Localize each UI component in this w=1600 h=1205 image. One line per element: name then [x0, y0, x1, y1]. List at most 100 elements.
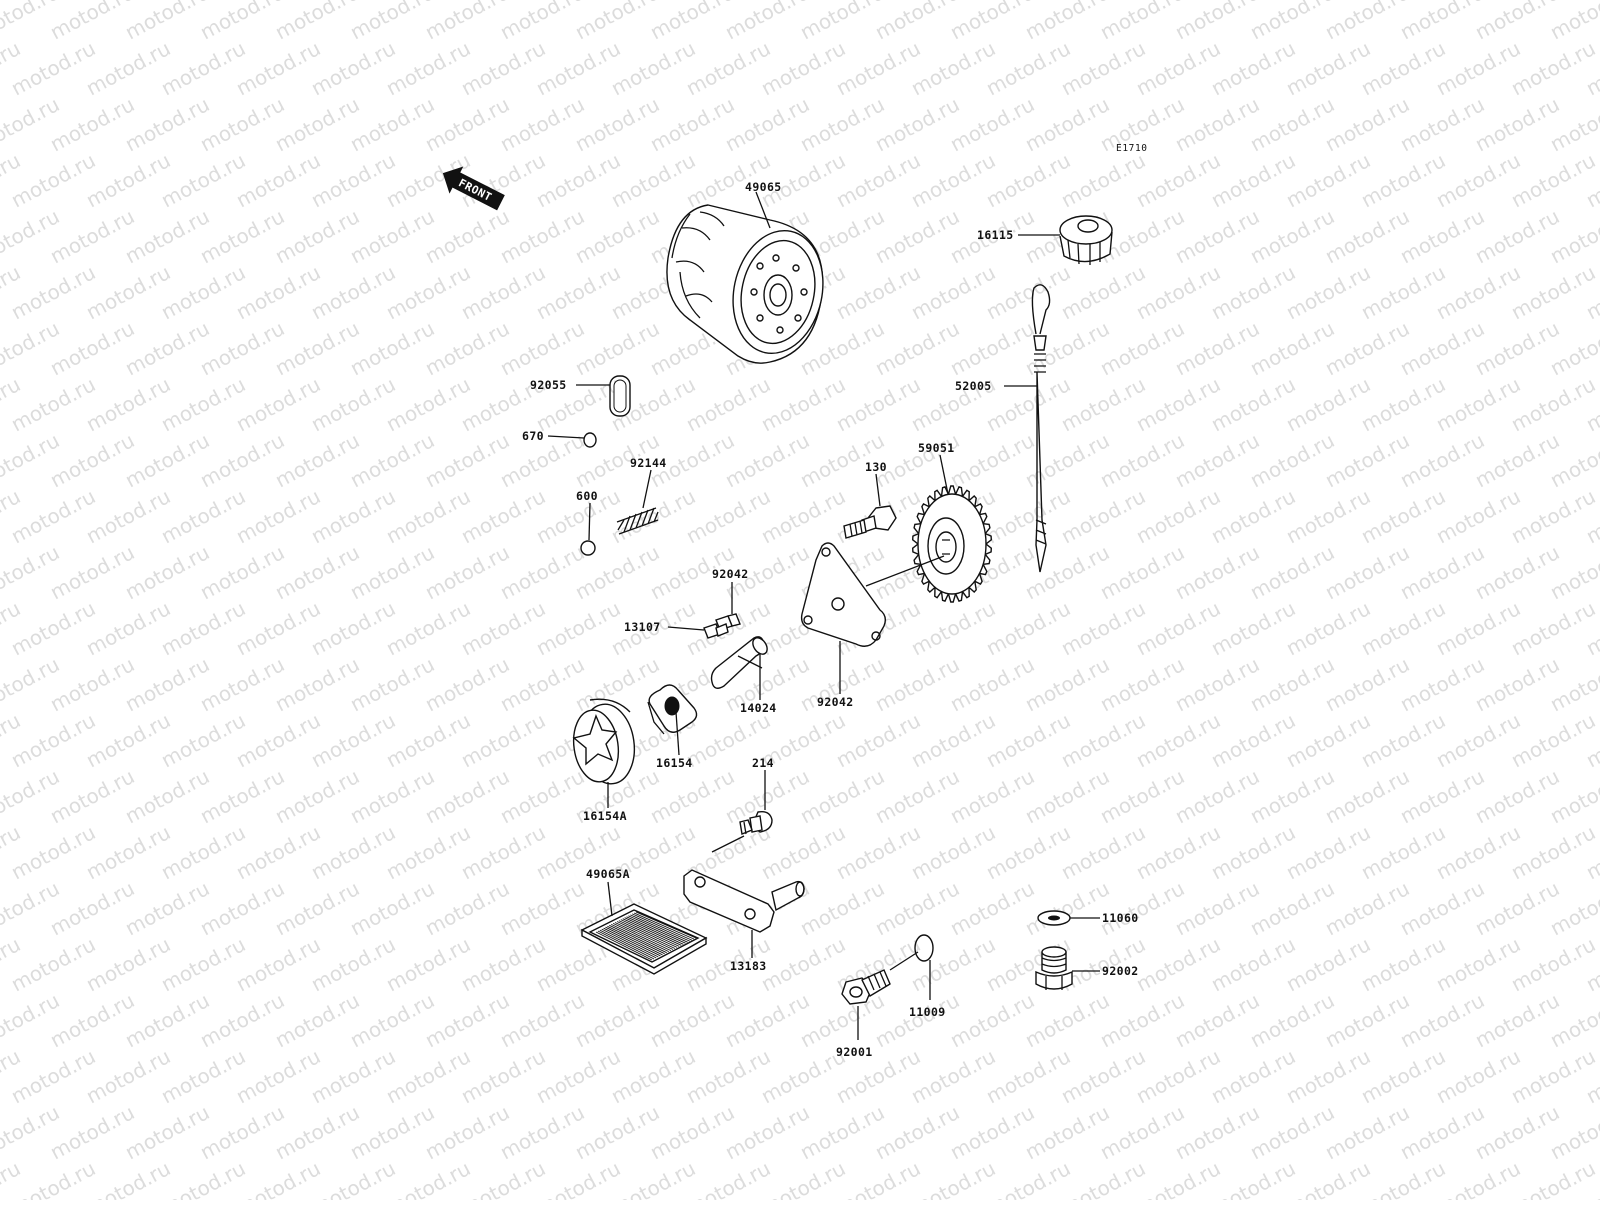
watermark-text: motod.ru [1471, 204, 1563, 268]
watermark-text: motod.ru [646, 764, 738, 828]
watermark-text: motod.ru [1171, 1100, 1263, 1164]
watermark-text: motod.ru [271, 204, 363, 268]
watermark-text: motod.ru [157, 260, 249, 324]
bolt-130-icon [843, 505, 897, 539]
watermark-text: motod.ru [1207, 36, 1299, 100]
watermark-text: motod.ru [307, 708, 399, 772]
watermark-text: motod.ru [457, 36, 549, 100]
watermark-text: motod.ru [1246, 92, 1338, 156]
watermark-text: motod.ru [1132, 148, 1224, 212]
watermark-text: motod.ru [1171, 204, 1263, 268]
screen-mesh-line [633, 912, 695, 940]
label-11009: 11009 [909, 1005, 946, 1019]
watermark-text: motod.ru [1396, 92, 1488, 156]
watermark-text: motod.ru [1246, 876, 1338, 940]
label-16154: 16154 [656, 756, 693, 770]
watermark-text: motod.ru [1096, 1100, 1188, 1164]
watermark-text: motod.ru [121, 988, 213, 1052]
oil-filter-icon [666, 204, 824, 364]
watermark-text: motod.ru [271, 92, 363, 156]
screen-mesh-line [605, 926, 663, 956]
watermark-text: motod.ru [1282, 148, 1374, 212]
watermark-text: motod.ru [982, 596, 1074, 660]
watermark-text: motod.ru [871, 1100, 963, 1164]
watermark-text: motod.ru [1357, 372, 1449, 436]
label-670: 670 [522, 429, 544, 443]
watermark-text: motod.ru [82, 1044, 174, 1108]
label-600: 600 [576, 489, 598, 503]
watermark-text: motod.ru [946, 764, 1038, 828]
oil-screen-icon [580, 903, 708, 975]
watermark-text: motod.ru [307, 484, 399, 548]
watermark-text: motod.ru [1321, 1100, 1413, 1164]
watermark-text: motod.ru [832, 36, 924, 100]
watermark-text: motod.ru [1321, 92, 1413, 156]
watermark-text: motod.ru [982, 708, 1074, 772]
watermark-text: motod.ru [832, 372, 924, 436]
label-92042-lower: 13107 [624, 620, 661, 634]
watermark-text: motod.ru [1321, 316, 1413, 380]
screen-mesh-line [599, 929, 657, 959]
watermark-text: motod.ru [907, 596, 999, 660]
outer-rotor-icon [572, 698, 636, 785]
watermark-text: motod.ru [1021, 1100, 1113, 1164]
watermark-text: motod.ru [46, 92, 138, 156]
watermark-text: motod.ru [1207, 932, 1299, 996]
watermark-text: motod.ru [1132, 36, 1224, 100]
watermark-text: motod.ru [1171, 92, 1263, 156]
watermark-text: motod.ru [1507, 1044, 1599, 1108]
watermark-text: motod.ru [682, 372, 774, 436]
watermark-text: motod.ru [1021, 876, 1113, 940]
watermark-text: motod.ru [1282, 1044, 1374, 1108]
watermark-text: motod.ru [1246, 316, 1338, 380]
watermark-text: motod.ru [196, 764, 288, 828]
watermark-text: motod.ru [1207, 596, 1299, 660]
screen-mesh-line [609, 924, 667, 954]
watermark-text: motod.ru [721, 92, 813, 156]
label-16115: 16115 [977, 228, 1014, 242]
watermark-text: motod.ru [232, 148, 324, 212]
watermark-text: motod.ru [421, 1100, 513, 1164]
watermark-text: motod.ru [1021, 540, 1113, 604]
watermark-text: motod.ru [757, 820, 849, 884]
watermark-text: motod.ru [346, 876, 438, 940]
washer-11060-icon [1037, 910, 1071, 926]
watermark-text: motod.ru [271, 988, 363, 1052]
watermark-text: motod.ru [1396, 204, 1488, 268]
watermark-text: motod.ru [346, 540, 438, 604]
watermark-text: motod.ru [7, 148, 99, 212]
watermark-text: motod.ru [7, 708, 99, 772]
watermark-text: motod.ru [757, 372, 849, 436]
watermark-text: motod.ru [982, 372, 1074, 436]
watermark-text: motod.ru [1096, 316, 1188, 380]
watermark-text: motod.ru [382, 484, 474, 548]
watermark-text: motod.ru [1507, 484, 1599, 548]
label-92055: 92055 [530, 378, 567, 392]
watermark-text: motod.ru [496, 1100, 588, 1164]
watermark-text: motod.ru [1171, 988, 1263, 1052]
watermark-text: motod.ru [1132, 932, 1224, 996]
watermark-text: motod.ru [496, 316, 588, 380]
watermark-text: motod.ru [1282, 36, 1374, 100]
label-130: 130 [865, 460, 887, 474]
watermark-text: motod.ru [1396, 540, 1488, 604]
label-14024: 92042 [817, 695, 854, 709]
screen-mesh-line [611, 923, 669, 953]
watermark-text: motod.ru [907, 260, 999, 324]
watermark-text: motod.ru [457, 596, 549, 660]
watermark-text: motod.ru [1057, 1044, 1149, 1108]
watermark-text: motod.ru [721, 428, 813, 492]
plug-92002-icon [1035, 946, 1073, 990]
watermark-text: motod.ru [1171, 540, 1263, 604]
watermark-text: motod.ru [46, 316, 138, 380]
watermark-text: motod.ru [421, 876, 513, 940]
watermark-text: motod.ru [871, 988, 963, 1052]
watermark-text: motod.ru [271, 1100, 363, 1164]
watermark-text: motod.ru [532, 260, 624, 324]
screen-mesh-line [632, 913, 692, 941]
watermark-text: motod.ru [1507, 708, 1599, 772]
watermark-text: motod.ru [232, 596, 324, 660]
label-92002: 92002 [1102, 964, 1139, 978]
watermark-text: motod.ru [1432, 36, 1524, 100]
watermark-text: motod.ru [157, 372, 249, 436]
